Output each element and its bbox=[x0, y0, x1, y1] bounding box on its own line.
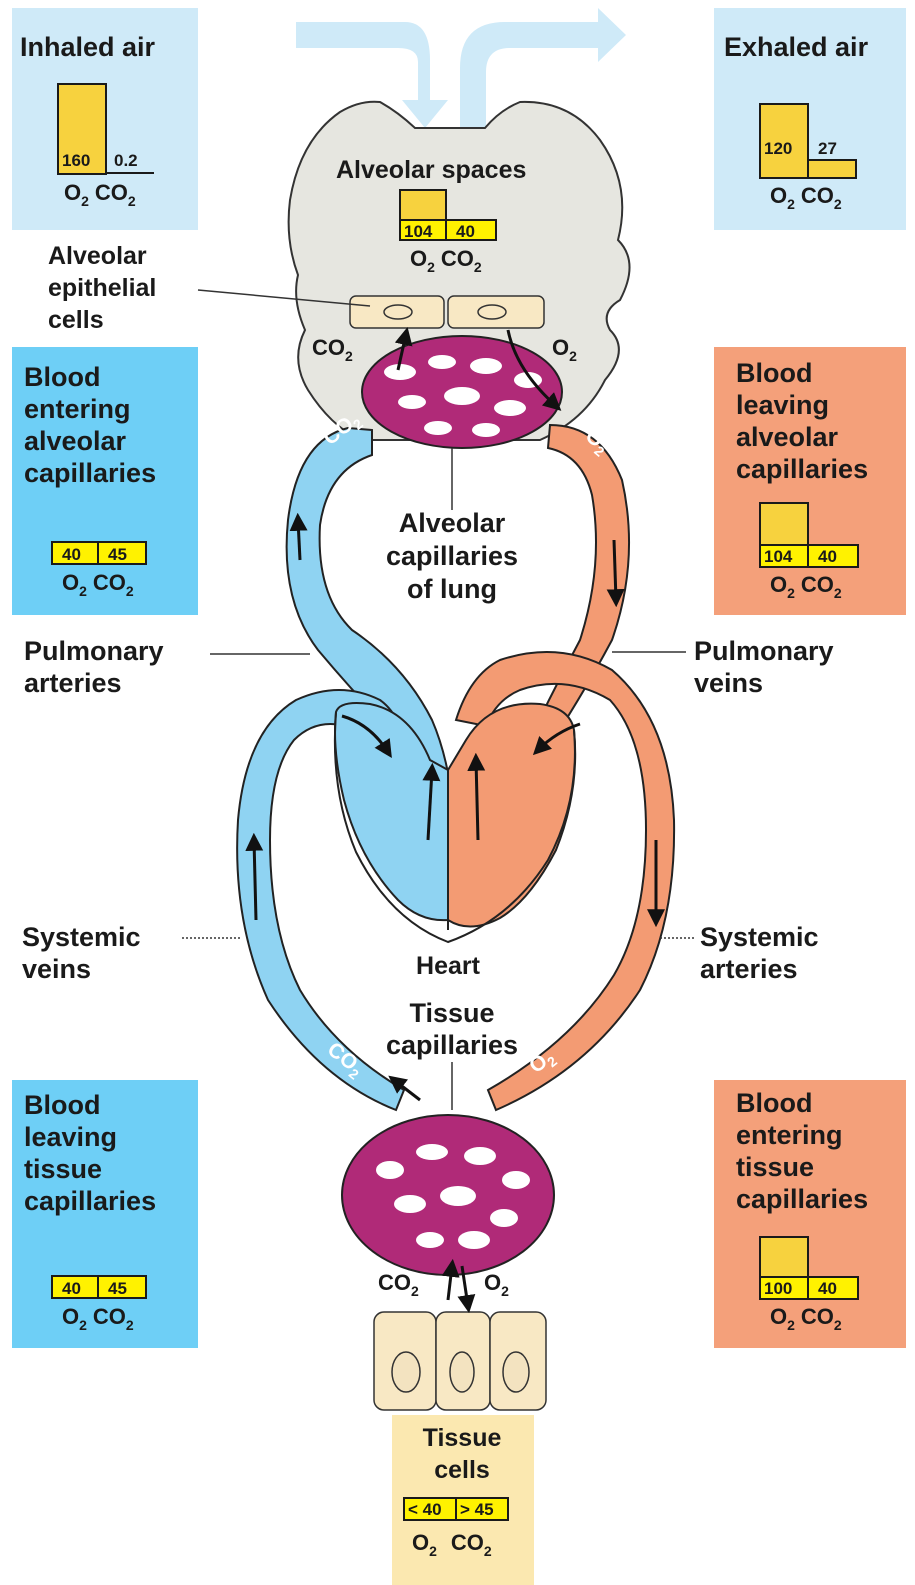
bea-o2-value: 40 bbox=[62, 545, 81, 564]
exhaled-co2-value: 27 bbox=[818, 139, 837, 158]
blt-line-4: capillaries bbox=[24, 1186, 156, 1216]
inhaled-co2-value: 0.2 bbox=[114, 151, 138, 170]
bla-line-2: leaving bbox=[736, 390, 829, 420]
alveolar-epithelial-label-2: epithelial bbox=[48, 274, 156, 302]
heart-label: Heart bbox=[416, 952, 481, 980]
bea-line-4: capillaries bbox=[24, 458, 156, 488]
blt-o2-value: 40 bbox=[62, 1279, 81, 1298]
systemic-veins-label-1: Systemic bbox=[22, 922, 141, 952]
tissue-cells-co2-value: > 45 bbox=[460, 1500, 494, 1519]
bet-line-1: Blood bbox=[736, 1088, 812, 1118]
alveolar-cap-label-1: Alveolar bbox=[399, 508, 506, 538]
exhaled-air-title: Exhaled air bbox=[724, 32, 869, 62]
bet-co2-value: 40 bbox=[818, 1279, 837, 1298]
bet-line-4: capillaries bbox=[736, 1184, 868, 1214]
epithelial-cell-left bbox=[350, 296, 444, 328]
bla-o2-value: 104 bbox=[764, 547, 793, 566]
tissue-co2-diffusion-label: CO2 bbox=[378, 1270, 419, 1299]
systemic-arteries-label-2: arteries bbox=[700, 954, 798, 984]
tissue-cap-label-2: capillaries bbox=[386, 1030, 518, 1060]
systemic-veins-label-2: veins bbox=[22, 954, 91, 984]
alveolar-epithelial-label-1: Alveolar bbox=[48, 242, 147, 270]
bla-line-1: Blood bbox=[736, 358, 812, 388]
tissue-cells-label-1: Tissue bbox=[423, 1424, 502, 1452]
inhaled-o2-value: 160 bbox=[62, 151, 90, 170]
blt-line-2: leaving bbox=[24, 1122, 117, 1152]
tissue-cap-label-1: Tissue bbox=[409, 998, 494, 1028]
bet-o2-value: 100 bbox=[764, 1279, 792, 1298]
bla-co2-value: 40 bbox=[818, 547, 837, 566]
bea-line-3: alveolar bbox=[24, 426, 127, 456]
bea-co2-value: 45 bbox=[108, 545, 127, 564]
alveolar-spaces-title: Alveolar spaces bbox=[336, 156, 526, 184]
pulmonary-arteries-label-1: Pulmonary bbox=[24, 636, 164, 666]
exhaled-co2-bar bbox=[808, 160, 856, 178]
alveolar-capillary-network bbox=[362, 336, 562, 448]
alveolar-co2-value: 40 bbox=[456, 222, 475, 241]
bla-line-4: capillaries bbox=[736, 454, 868, 484]
alveolar-o2-value: 104 bbox=[404, 222, 433, 241]
pulmonary-veins-label-2: veins bbox=[694, 668, 763, 698]
tissue-cells bbox=[374, 1312, 546, 1410]
bet-line-3: tissue bbox=[736, 1152, 814, 1182]
systemic-arteries-label-1: Systemic bbox=[700, 922, 819, 952]
exhaled-o2-value: 120 bbox=[764, 139, 792, 158]
bet-line-2: entering bbox=[736, 1120, 843, 1150]
inhaled-air-title: Inhaled air bbox=[20, 32, 156, 62]
bla-line-3: alveolar bbox=[736, 422, 839, 452]
blt-line-1: Blood bbox=[24, 1090, 100, 1120]
alveolar-cap-label-3: of lung bbox=[407, 574, 497, 604]
tissue-o2-diffusion-label: O2 bbox=[484, 1270, 509, 1299]
tissue-cells-o2-value: < 40 bbox=[408, 1500, 442, 1519]
tissue-cells-label-2: cells bbox=[434, 1456, 490, 1484]
blt-line-3: tissue bbox=[24, 1154, 102, 1184]
pulmonary-veins-label-1: Pulmonary bbox=[694, 636, 834, 666]
blt-co2-value: 45 bbox=[108, 1279, 127, 1298]
bea-line-1: Blood bbox=[24, 362, 100, 392]
bea-line-2: entering bbox=[24, 394, 131, 424]
pulmonary-arteries-label-2: arteries bbox=[24, 668, 122, 698]
tissue-capillary-network bbox=[342, 1115, 554, 1275]
alveolar-epithelial-label-3: cells bbox=[48, 306, 104, 334]
alveolar-cap-label-2: capillaries bbox=[386, 541, 518, 571]
epithelial-cell-right bbox=[448, 296, 544, 328]
